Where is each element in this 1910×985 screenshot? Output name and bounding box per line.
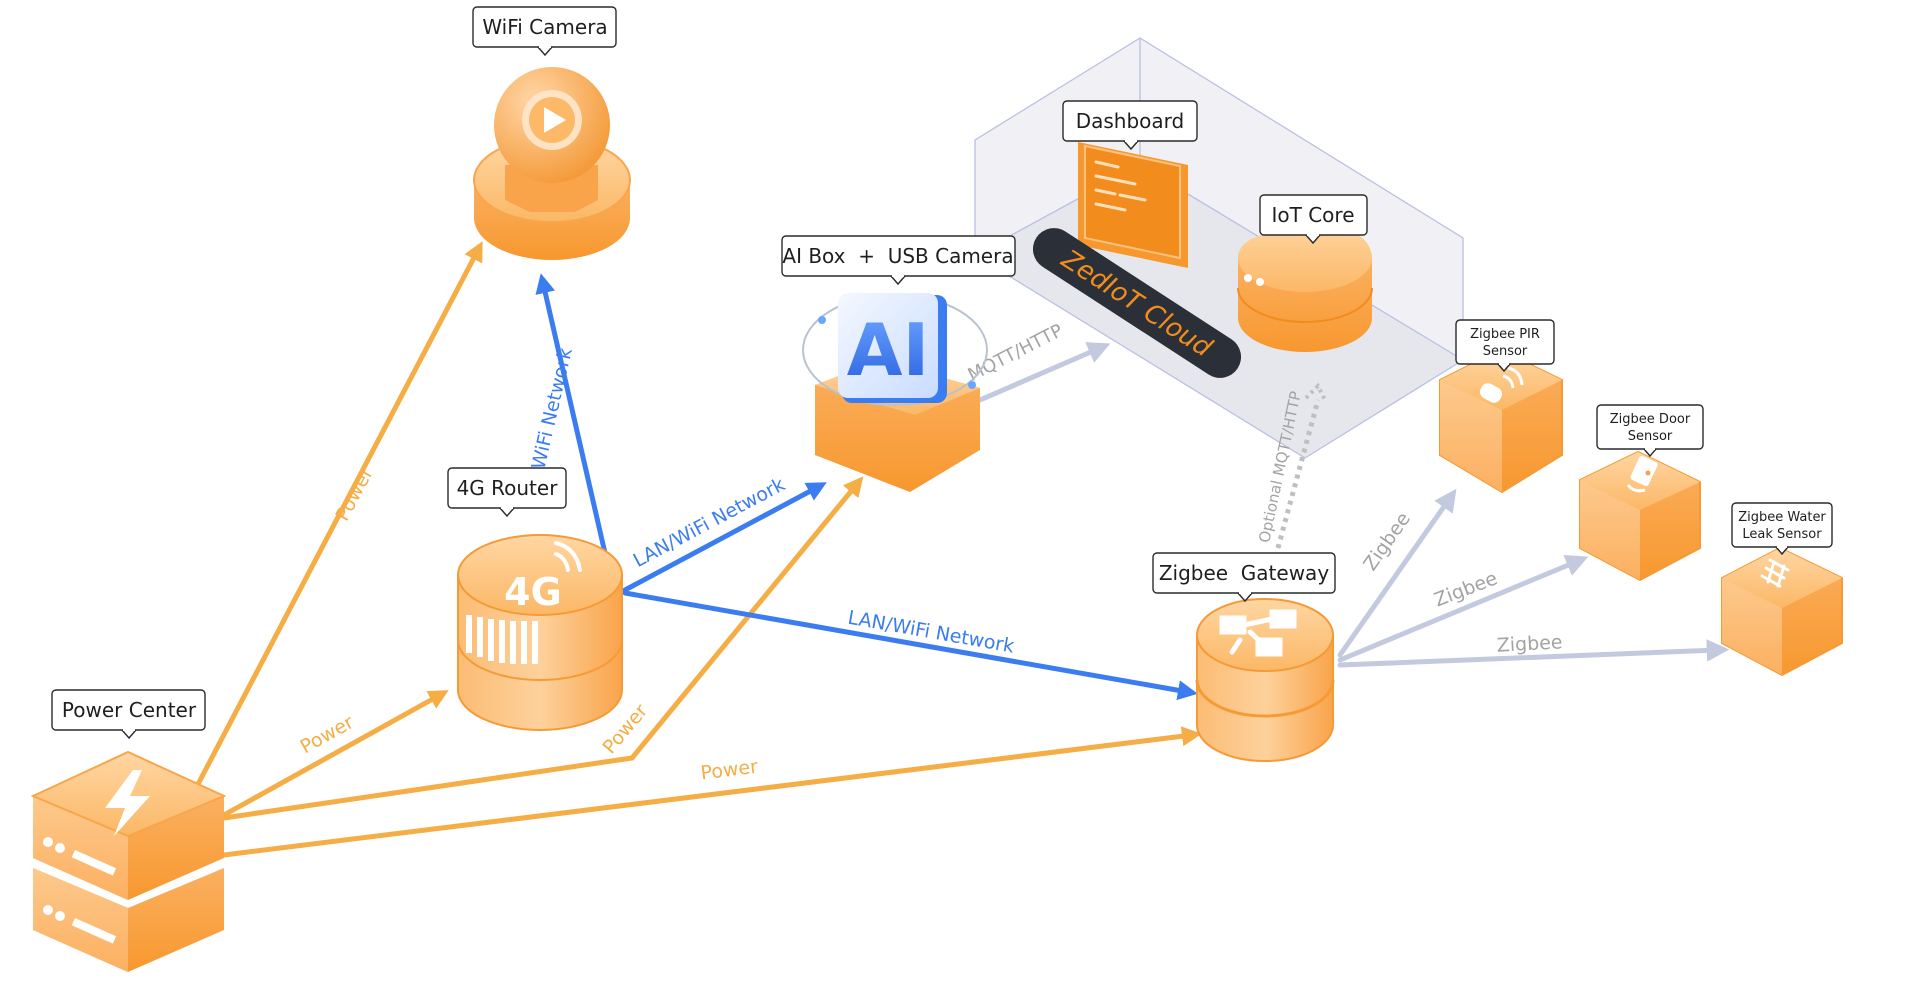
water-leak-icon (1760, 558, 1790, 588)
ai-glyph: AI (847, 308, 930, 392)
water-sensor-label-2: Leak Sensor (1742, 527, 1822, 542)
pir-sensor-label-2: Sensor (1483, 344, 1528, 359)
callout-wifi-camera: WiFi Camera (472, 6, 617, 57)
power-link-router (221, 690, 449, 818)
callout-router: 4G Router (447, 467, 567, 518)
network-icon (1219, 609, 1297, 657)
power-lines (193, 241, 1202, 858)
network-lines (535, 273, 1198, 701)
zigbee-lines (1337, 488, 1730, 668)
power-center-label: Power Center (62, 698, 197, 722)
power-label-gateway: Power (699, 756, 759, 785)
lightning-icon (105, 770, 150, 836)
lan-link-gateway (622, 590, 1198, 701)
callout-door-sensor: Zigbee Door Sensor (1596, 404, 1704, 458)
lan-label-gateway: LAN/WiFi Network (846, 607, 1016, 658)
callout-power-center: Power Center (51, 689, 206, 740)
power-link-camera (193, 241, 483, 791)
power-center-device (30, 750, 227, 972)
wifi-camera-label: WiFi Camera (482, 15, 607, 39)
power-label-camera: Power (332, 463, 378, 524)
door-sensor-device (1579, 450, 1701, 582)
play-icon (529, 97, 575, 143)
lan-link-aibox (622, 482, 827, 593)
zigbee-link-water (1337, 639, 1730, 668)
router-vent (466, 615, 538, 664)
pir-sensor-label-1: Zigbee PIR (1470, 327, 1540, 342)
signal-icon (554, 541, 582, 572)
callout-iot-core: IoT Core (1259, 194, 1368, 245)
mqtt-lines (977, 342, 1328, 549)
zigbee-label-water: Zigbee (1496, 631, 1563, 656)
callout-pir-sensor: Zigbee PIR Sensor (1455, 319, 1555, 373)
iot-core-label: IoT Core (1272, 203, 1355, 227)
callout-dashboard: Dashboard (1062, 100, 1198, 151)
power-label-router: Power (297, 711, 358, 758)
dashboard-label: Dashboard (1076, 109, 1185, 133)
motion-icon (1479, 366, 1524, 403)
power-link-gateway (221, 726, 1202, 858)
zigbee-link-door (1337, 554, 1589, 663)
router-label: 4G Router (457, 476, 559, 500)
mqtt-link-aibox (977, 342, 1111, 403)
zigbee-label-pir: Zigbee (1359, 508, 1415, 575)
callout-zigbee-gateway: Zigbee Gateway (1152, 552, 1336, 603)
callout-ai-box: AI Box + USB Camera (781, 235, 1016, 286)
zigbee-label-door: Zigbee (1431, 567, 1500, 611)
iot-core-device (1237, 220, 1373, 352)
ai-box-device: AI (802, 293, 988, 492)
water-sensor-label-1: Zigbee Water (1738, 510, 1826, 525)
zigbee-gateway-device (1195, 598, 1335, 762)
mqtt-link-gateway (1275, 399, 1321, 549)
wifi-link-camera (535, 273, 608, 556)
router-device: 4G (457, 534, 623, 731)
zigbee-gateway-label: Zigbee Gateway (1159, 561, 1329, 585)
dashboard-device (1078, 142, 1188, 268)
lan-label-aibox: LAN/WiFi Network (630, 473, 789, 572)
zigbee-link-pir (1337, 488, 1457, 658)
pir-sensor-device (1439, 348, 1563, 494)
router-4g-glyph: 4G (504, 570, 562, 614)
power-link-aibox (221, 476, 864, 821)
door-sensor-label-2: Sensor (1628, 429, 1673, 444)
door-sensor-label-1: Zigbee Door (1610, 412, 1691, 427)
cloud-icon (1238, 220, 1372, 292)
door-icon (1626, 455, 1658, 493)
ai-box-label: AI Box + USB Camera (782, 244, 1013, 268)
water-sensor-device (1721, 546, 1843, 677)
wifi-camera-device (473, 67, 631, 260)
callout-water-sensor: Zigbee Water Leak Sensor (1731, 502, 1833, 556)
